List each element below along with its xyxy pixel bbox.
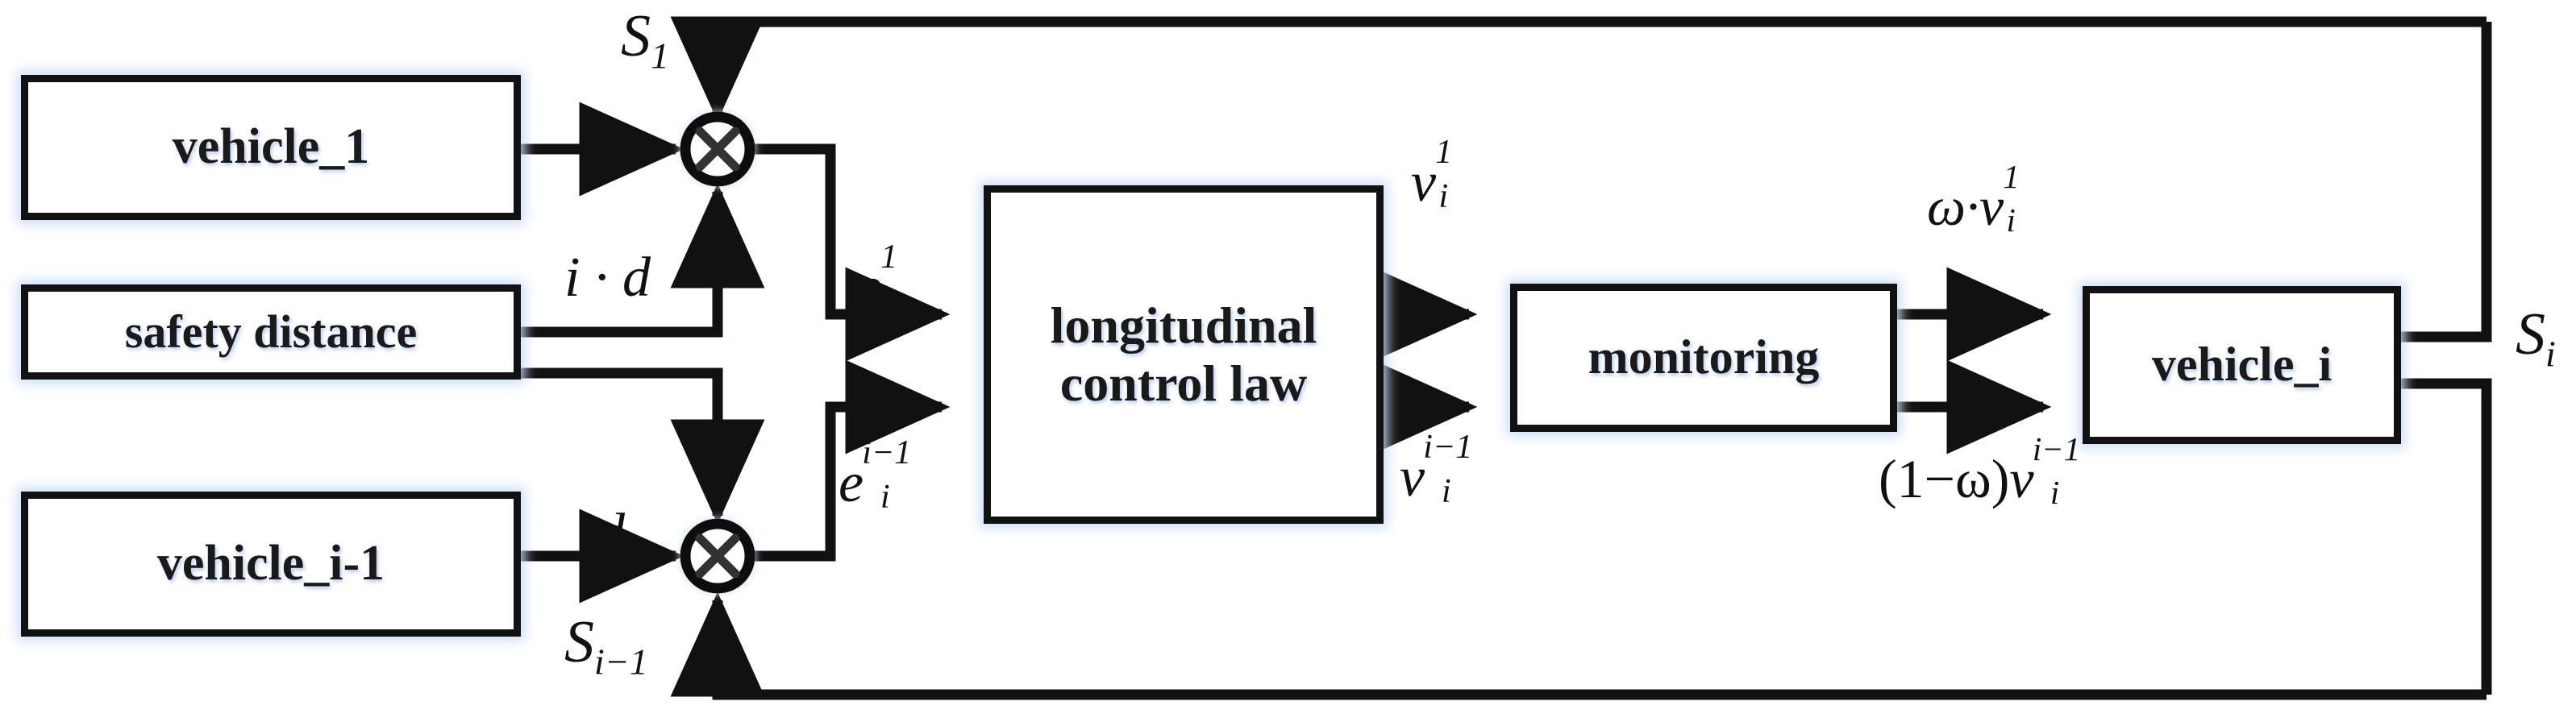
block-safety-distance-label: safety distance [124,305,418,359]
line-ei1-to-ctrllaw [748,143,951,362]
line-feedback-sim1 [670,591,2487,700]
line-vehiclei-out-upper [2401,22,2492,342]
block-vehicle-i-minus-1[interactable]: vehicle_i-1 [21,492,521,637]
signal-label-i-dot-d: i · d [564,247,651,309]
line-feedback-s1 [670,16,2487,122]
block-monitoring[interactable]: monitoring [1510,284,1897,432]
line-d-to-mul2 [521,367,765,525]
block-safety-distance[interactable]: safety distance [21,284,521,380]
block-longitudinal-control-law-label: longitudinal control law [1050,297,1317,412]
block-vehicle-i-minus-1-label: vehicle_i-1 [156,536,385,591]
block-monitoring-label: monitoring [1588,330,1820,384]
block-vehicle-1-label: vehicle_1 [172,119,370,175]
signal-label-d: d [597,503,625,565]
line-vehiclei-out-lower [2401,378,2492,695]
block-vehicle-i[interactable]: vehicle_i [2083,286,2401,444]
line-eiim1-to-ctrllaw [748,359,951,562]
signal-label-s1: S1 [621,3,669,77]
multiply-junction-bottom [680,518,755,594]
block-longitudinal-control-law[interactable]: longitudinal control law [984,185,1384,524]
multiply-junction-top [680,111,755,187]
block-vehicle-1[interactable]: vehicle_1 [21,75,521,220]
block-vehicle-i-label: vehicle_i [2151,338,2333,392]
line-id-to-mul1 [521,183,765,338]
signal-label-s-i-minus-1: Si−1 [564,609,648,683]
signal-label-s-i: Si [2516,301,2556,375]
